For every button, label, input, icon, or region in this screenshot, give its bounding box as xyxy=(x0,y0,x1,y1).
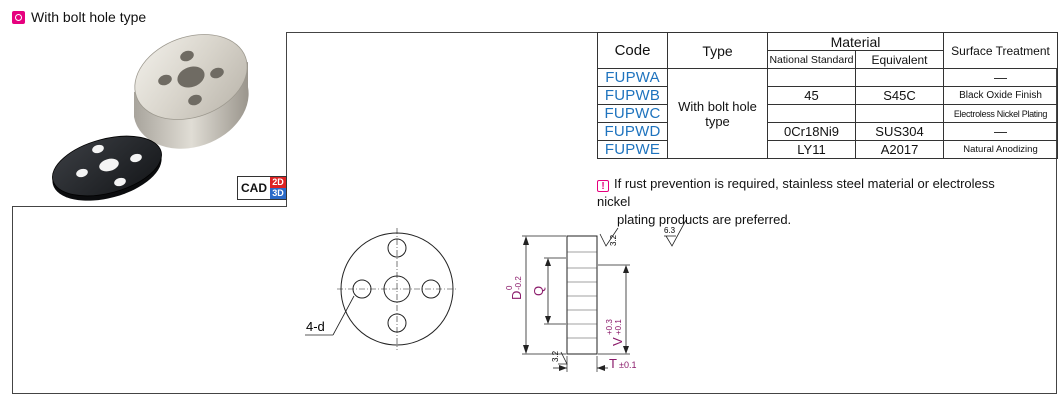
dimension-d-tol-lower: -0.2 xyxy=(514,276,523,290)
table-row: FUPWA With bolt hole type — xyxy=(597,68,1058,159)
black-washer xyxy=(52,135,162,201)
section-marker-icon xyxy=(12,10,25,24)
roughness-symbol-global xyxy=(665,219,687,247)
roughness-side-value-top: 3.2 xyxy=(609,234,618,246)
spec-table: Code Type Material Surface Treatment Nat… xyxy=(597,32,1058,159)
surface-cell: Natural Anodizing xyxy=(943,140,1058,159)
col-header-equivalent: Equivalent xyxy=(855,50,944,69)
note-line-2: plating products are preferred. xyxy=(617,212,792,227)
national-cell: LY11 xyxy=(767,140,856,159)
front-view xyxy=(305,228,457,350)
table-row: FUPWD 0Cr18Ni9 SUS304 — xyxy=(597,122,1058,141)
cad-download-button[interactable]: CAD 2D 3D xyxy=(237,176,287,200)
product-image xyxy=(52,34,249,201)
side-view xyxy=(522,227,630,372)
section-title: With bolt hole type xyxy=(31,9,147,25)
roughness-symbol-top xyxy=(599,227,619,247)
section-header: With bolt hole type xyxy=(12,8,146,26)
cad-3d-badge[interactable]: 3D xyxy=(270,188,286,199)
roughness-side-value-bottom: 3.2 xyxy=(551,350,560,362)
roughness-global-value: 6.3 xyxy=(664,226,676,235)
col-header-surface: Surface Treatment xyxy=(943,32,1058,69)
dimension-t-tol: ±0.1 xyxy=(619,360,636,370)
warning-icon: ! xyxy=(597,180,609,192)
dimension-d-label: D xyxy=(509,291,524,300)
dimension-v-label: V xyxy=(610,337,625,346)
content-frame xyxy=(12,32,1057,394)
equivalent-cell: A2017 xyxy=(855,140,944,159)
rust-prevention-note: !If rust prevention is required, stainle… xyxy=(597,175,1027,229)
dimension-v-tol-upper: +0.3 xyxy=(605,319,614,335)
note-line-1: If rust prevention is required, stainles… xyxy=(597,176,995,209)
hole-count-label: 4-d xyxy=(306,319,325,334)
table-row: FUPWC Electroless Nickel Plating xyxy=(597,104,1058,123)
code-cell[interactable]: FUPWA xyxy=(597,68,668,87)
cad-2d-badge[interactable]: 2D xyxy=(270,177,286,188)
dimension-t-label: T xyxy=(609,356,617,371)
roughness-symbol-bottom xyxy=(558,351,568,365)
col-header-code: Code xyxy=(597,32,668,69)
dimension-q-label: Q xyxy=(531,286,546,296)
dimension-d-tol-upper: 0 xyxy=(505,285,514,290)
code-cell[interactable]: FUPWE xyxy=(597,140,668,159)
table-row: FUPWE LY11 A2017 Natural Anodizing xyxy=(597,140,1058,159)
code-cell[interactable]: FUPWB xyxy=(597,86,668,105)
equivalent-cell: SUS304 xyxy=(855,122,944,141)
type-cell: With bolt hole type xyxy=(667,68,768,159)
silver-washer xyxy=(134,34,249,149)
cad-label: CAD xyxy=(241,181,267,195)
col-header-type: Type xyxy=(667,32,768,69)
dimension-v-tol-lower: +0.1 xyxy=(614,319,623,335)
